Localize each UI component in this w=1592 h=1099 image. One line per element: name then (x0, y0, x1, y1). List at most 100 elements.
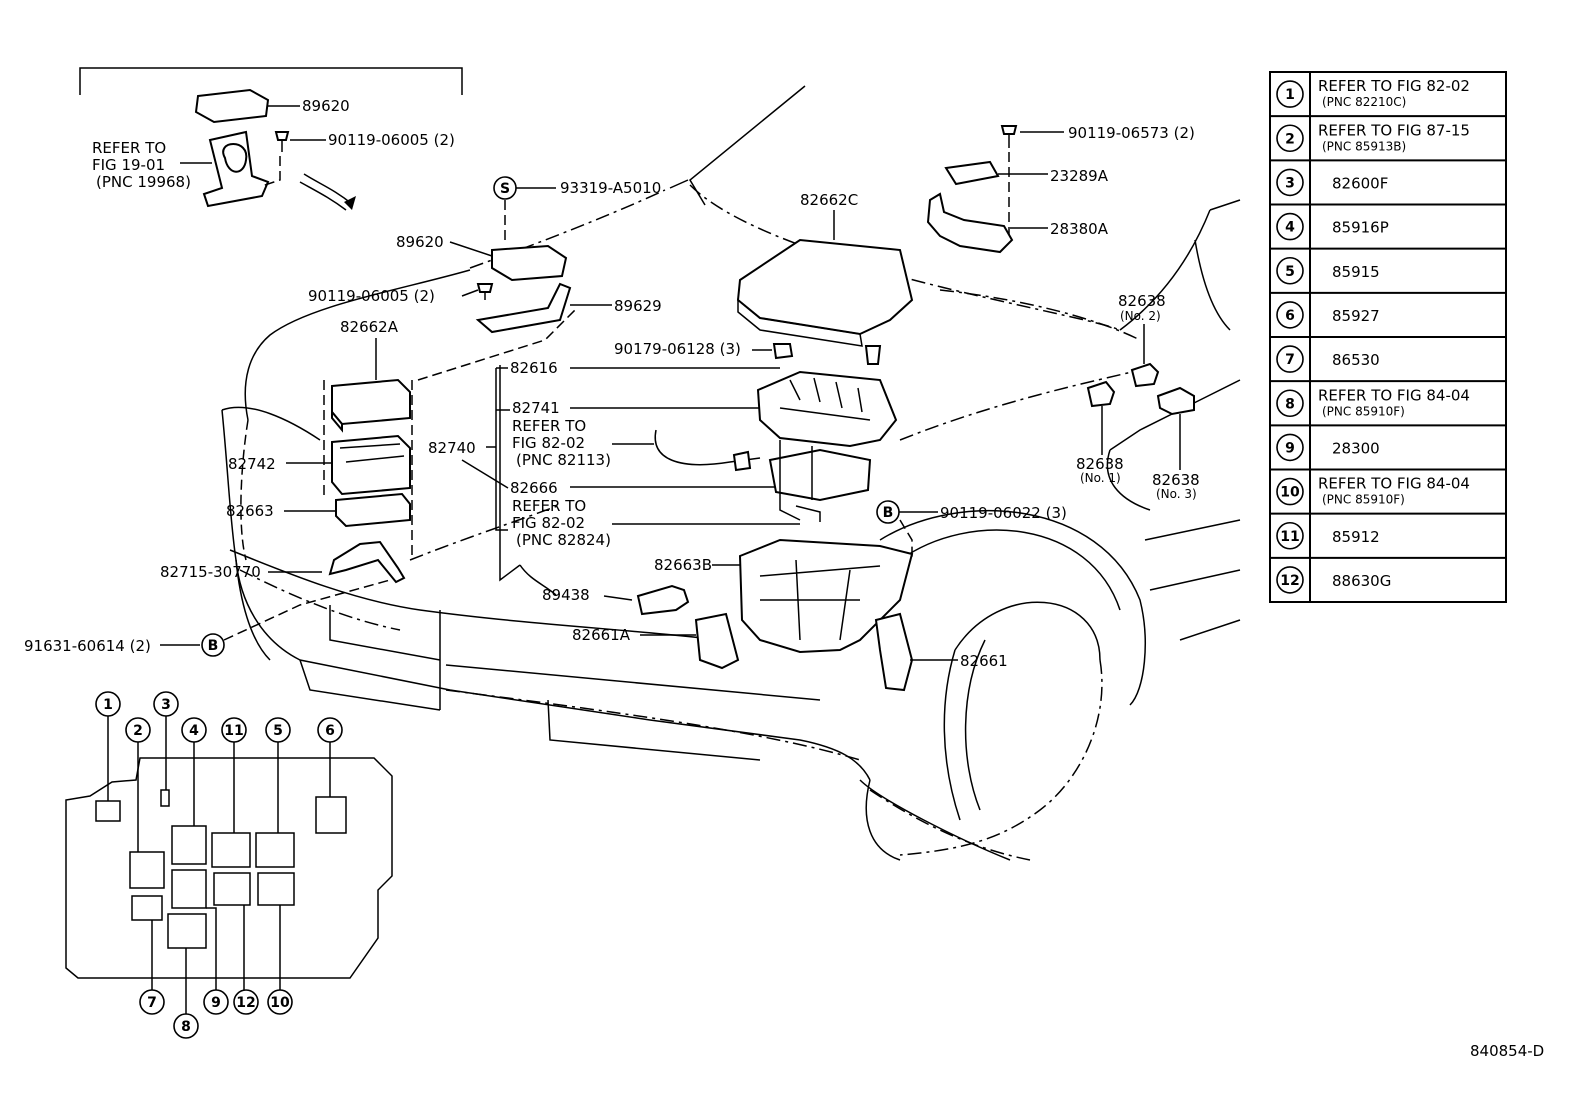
legend-number: 4 (1285, 220, 1295, 236)
layout-num-9: 9 (203, 989, 229, 1015)
legend-number: 7 (1285, 352, 1295, 368)
screw-s-label: 93319-A5010 (560, 179, 661, 197)
relay-no2-icon (1130, 362, 1160, 388)
legend-number: 5 (1285, 264, 1295, 280)
p82661a-label: 82661A (572, 626, 631, 644)
relay-no2-tag: (No. 2) (1120, 309, 1161, 323)
legend-number-circle (1276, 256, 1304, 285)
arrow-head (344, 196, 356, 210)
clip-82661a (694, 612, 740, 670)
relay-cover-label: 82662A (340, 318, 399, 336)
relay-no3-icon (1156, 386, 1195, 416)
legend-part-number: 86530 (1332, 351, 1380, 369)
legend-number: 9 (1285, 440, 1295, 456)
legend-text-line1: REFER TO FIG 84-04 (1318, 475, 1470, 493)
p82715-label: 82715-30770 (160, 563, 261, 581)
inset-group: 89620 90119-06005 (2) REFER TO FIG 19-01… (79, 67, 463, 211)
module-shape (491, 244, 568, 282)
legend-number-circle (1276, 521, 1304, 550)
layout-num-7: 7 (139, 989, 165, 1015)
clip-82661 (874, 612, 914, 692)
p82663-label: 82663 (226, 502, 274, 520)
wire-82113 (654, 429, 761, 466)
relay-base-shape (335, 492, 411, 528)
legend-row: 10 REFER TO FIG 84-04(PNC 85910F) (1270, 468, 1506, 507)
bracket-label: 89629 (614, 297, 662, 315)
layout-num-1: 1 (95, 691, 121, 717)
ref3-line3: (PNC 82824) (516, 531, 611, 549)
legend-text-line2: (PNC 82210C) (1322, 95, 1406, 109)
bolt-left-icon (476, 283, 494, 293)
slot-7 (131, 895, 163, 921)
inset-bracket-line (79, 67, 463, 95)
relay-no1-icon (1086, 380, 1116, 408)
inset-ref-line1: REFER TO (92, 139, 166, 157)
slot-3 (160, 789, 170, 807)
legend-number: 10 (1280, 485, 1300, 501)
legend-text-line1: REFER TO FIG 82-02 (1318, 77, 1470, 95)
part-28380-label: 28380A (1050, 220, 1109, 238)
parts-right: 90119-06573 (2) 23289A 28380A 82638 (No.… (926, 124, 1200, 501)
svg-text:8: 8 (181, 1019, 191, 1035)
bolt-top-right-label: 90119-06573 (2) (1068, 124, 1195, 142)
s-marker-text: S (500, 181, 510, 197)
ref2-line1: REFER TO (512, 417, 586, 435)
nut-icon (772, 343, 794, 360)
slot-2 (129, 851, 165, 889)
slot-12 (213, 872, 251, 906)
relay-cover-shape (331, 378, 411, 426)
legend-number: 2 (1285, 131, 1295, 147)
nut-label: 90179-06128 (3) (614, 340, 741, 358)
svg-text:9: 9 (211, 995, 221, 1011)
legend-number-circle (1276, 80, 1304, 108)
legend-number-circle (1276, 566, 1304, 594)
inset-bolt-label: 90119-06005 (2) (328, 131, 455, 149)
legend-part-number: 85912 (1332, 528, 1380, 546)
legend-part-number: 88630G (1332, 572, 1391, 590)
layout-num-8: 8 (173, 1013, 199, 1039)
layout-num-3: 3 (153, 691, 179, 717)
module-label: 89620 (396, 233, 444, 251)
layout-num-11: 11 (221, 717, 247, 743)
fuse-box-outline (65, 757, 393, 979)
svg-text:2: 2 (133, 723, 143, 739)
slot-1 (95, 800, 121, 822)
p82742-label: 82742 (228, 455, 276, 473)
fuse-layout: 1 2 3 4 11 5 6 7 8 9 12 10 (65, 691, 393, 1039)
legend-number: 3 (1285, 175, 1295, 191)
car-body (221, 85, 1241, 861)
lower-case-shape (738, 538, 914, 654)
p82740-label: 82740 (428, 439, 476, 457)
slot-8 (167, 913, 207, 949)
legend-text-line1: REFER TO FIG 87-15 (1318, 121, 1470, 139)
relay-no1-label: 82638 (1076, 455, 1124, 473)
ref3-line2: FIG 82-02 (512, 514, 585, 532)
b-marker-left-text: B (208, 638, 219, 654)
layout-num-12: 12 (233, 989, 259, 1015)
layout-num-6: 6 (317, 717, 343, 743)
slot-10 (257, 872, 295, 906)
svg-text:1: 1 (103, 697, 113, 713)
slot-5 (255, 832, 295, 868)
inset-clock-spring (222, 143, 248, 173)
legend-text-line2: (PNC 85910F) (1322, 493, 1405, 507)
svg-text:4: 4 (189, 723, 199, 739)
legend-part-number: 82600F (1332, 174, 1388, 192)
legend-row: 7 86530 (1270, 336, 1506, 373)
b-marker-right-text: B (883, 505, 894, 521)
legend-text-line2: (PNC 85913B) (1322, 139, 1406, 153)
legend-number-circle (1276, 477, 1304, 506)
p90119-06022-label: 90119-06022 (3) (940, 504, 1067, 522)
part-23289-label: 23289A (1050, 167, 1109, 185)
legend-number: 6 (1285, 308, 1295, 324)
part-23289-shape (944, 160, 1000, 186)
svg-text:5: 5 (273, 723, 283, 739)
legend-row: 3 82600F (1270, 159, 1506, 197)
layout-num-4: 4 (181, 717, 207, 743)
